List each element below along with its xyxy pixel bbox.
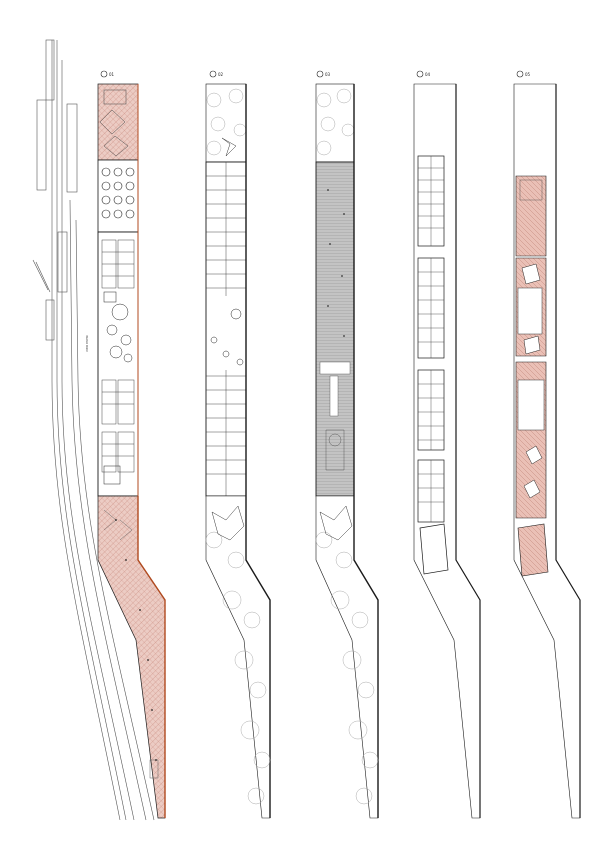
station-platform-north xyxy=(45,39,55,101)
courtyard-features xyxy=(319,361,351,471)
tree-dots xyxy=(115,519,157,761)
plan-tag-3: 03 xyxy=(316,70,331,78)
plan-tag-5: 05 xyxy=(516,70,531,78)
station-platform-south xyxy=(57,231,68,293)
track-line-5 xyxy=(75,219,155,821)
plan-tag-4: 04 xyxy=(416,70,431,78)
plan-tag-number: 02 xyxy=(218,72,224,77)
paved-courtyard xyxy=(315,161,355,497)
north-arrow-icon xyxy=(316,70,324,78)
skylight-2 xyxy=(523,335,541,355)
roof-terrace-4 xyxy=(517,523,549,577)
plan-2-first-floor xyxy=(205,83,271,819)
east-boundary-wall xyxy=(137,496,166,818)
courtyard-dots xyxy=(327,189,345,337)
plan-tag-number: 04 xyxy=(425,72,431,77)
station-platform-west xyxy=(36,99,47,191)
ground-floor-units xyxy=(101,239,135,473)
plan-3-paving xyxy=(315,83,379,819)
north-garden xyxy=(205,83,247,163)
south-garden xyxy=(315,495,379,819)
north-arrow-icon xyxy=(209,70,217,78)
roof-units xyxy=(517,379,545,431)
pergola-1 xyxy=(519,179,543,201)
north-arrow-icon xyxy=(416,70,424,78)
east-boundary-wall xyxy=(245,84,271,818)
north-arrow-icon xyxy=(100,70,108,78)
tree-canopies-south xyxy=(315,531,379,805)
wing-5 xyxy=(419,523,449,575)
street-label: סמטת אחוה xyxy=(85,335,89,352)
track-line-3 xyxy=(61,60,135,821)
track-line-2 xyxy=(56,40,127,821)
north-arrow-icon xyxy=(516,70,524,78)
roof-garden xyxy=(517,287,543,335)
plan-5-roof xyxy=(513,83,581,819)
north-garden-paving xyxy=(97,83,139,161)
second-floor-unit-lines xyxy=(418,156,444,522)
zigzag-path xyxy=(211,505,245,541)
plan-tag-number: 01 xyxy=(109,72,115,77)
track-switch xyxy=(32,259,51,293)
south-garden xyxy=(205,495,271,819)
plan-tag-2: 02 xyxy=(209,70,224,78)
east-boundary-wall xyxy=(353,84,379,818)
skylight-4 xyxy=(523,479,541,499)
atrium-circles xyxy=(210,308,244,366)
lobby-circles xyxy=(103,291,133,363)
skylight-3 xyxy=(525,445,543,465)
east-boundary-wall xyxy=(455,84,481,818)
plan-tags: 01 02 03 04 05 xyxy=(100,70,531,78)
tree-canopies-north xyxy=(206,88,247,156)
tree-canopies-south xyxy=(205,531,271,805)
north-garden-planters xyxy=(99,89,129,157)
zigzag-path xyxy=(319,505,353,541)
first-floor-units xyxy=(206,162,246,496)
planter-feature xyxy=(221,137,237,157)
station-platform-east xyxy=(66,103,78,193)
east-boundary-wall xyxy=(555,84,581,818)
plan-tag-number: 05 xyxy=(525,72,531,77)
station-platform-tip xyxy=(45,299,55,341)
plan-tag-1: 01 xyxy=(100,70,115,78)
tree-canopies-north xyxy=(316,88,355,156)
stair-core xyxy=(103,465,121,485)
skylight-1 xyxy=(521,263,541,285)
tank-circles xyxy=(101,167,135,219)
south-garden-paving xyxy=(97,495,166,819)
track-line-1 xyxy=(51,40,121,821)
plan-4-second-floor xyxy=(413,83,481,819)
plan-tag-number: 03 xyxy=(325,72,331,77)
track-line-4 xyxy=(69,199,147,821)
railway-tracks xyxy=(32,39,155,821)
plan-1-ground-floor xyxy=(97,83,166,819)
